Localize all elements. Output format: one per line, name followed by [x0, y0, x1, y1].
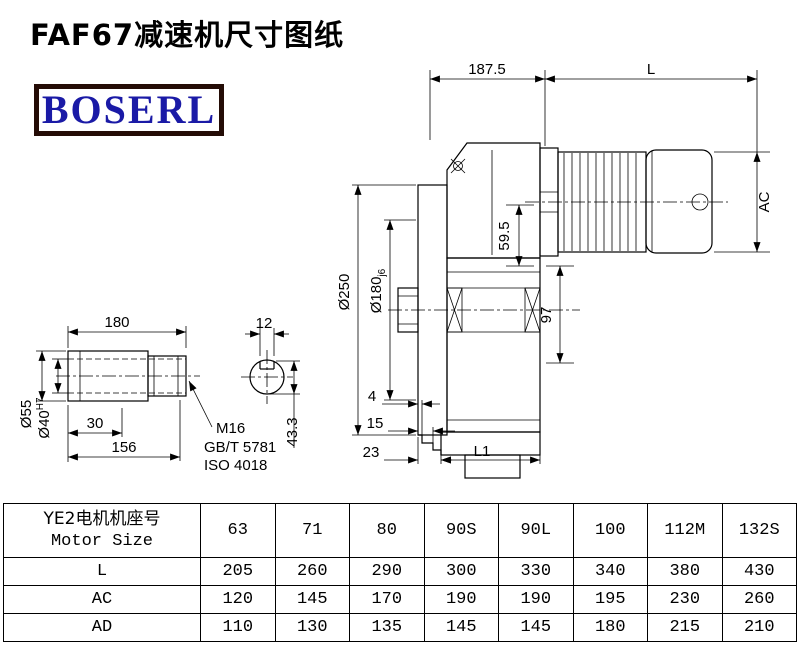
table-cell: 135 [349, 613, 425, 642]
page-title: FAF67减速机尺寸图纸 [30, 18, 345, 52]
table-cell: 130 [274, 613, 350, 642]
size-column-header: 100 [572, 503, 648, 558]
motor-size-table: YE2电机机座号 Motor Size 63 71 80 90S 90L 100… [3, 503, 797, 642]
size-column-header: 80 [349, 503, 425, 558]
table-row-AC: AC 120 145 170 190 190 195 230 260 [3, 585, 797, 614]
table-cell: 340 [572, 557, 648, 586]
dim-key-width: 12 [256, 315, 273, 332]
dim-156: 156 [111, 439, 136, 456]
standard-iso-4018: ISO 4018 [204, 457, 267, 474]
dimensions: 187.5 L AC Ø250 Ø180j6 59.5 [18, 61, 773, 474]
table-cell: 230 [647, 585, 723, 614]
size-column-header: 112M [647, 503, 723, 558]
dim-spigot: Ø180j6 [368, 268, 388, 313]
table-cell: 380 [647, 557, 723, 586]
size-column-header: 132S [721, 503, 797, 558]
dim-motor-diameter: AC [756, 191, 773, 212]
table-cell: 210 [721, 613, 797, 642]
table-cell: 205 [200, 557, 276, 586]
boserl-logo: BOSERL [34, 84, 224, 136]
motor-size-header-en: Motor Size [50, 532, 154, 552]
shaft-detail [67, 350, 187, 402]
thread-callout-m16: M16 [216, 420, 245, 437]
dim-bore: Ø40H7 [35, 397, 53, 439]
table-cell: 215 [647, 613, 723, 642]
table-cell: 190 [498, 585, 574, 614]
table-cell: 170 [349, 585, 425, 614]
fan-boss [691, 193, 709, 211]
table-cell: 290 [349, 557, 425, 586]
dim-l1: L1 [474, 443, 491, 460]
size-column-header: 63 [200, 503, 276, 558]
table-cell: 145 [423, 613, 499, 642]
table-cell: 260 [721, 585, 797, 614]
table-cell: 190 [423, 585, 499, 614]
motor [539, 147, 713, 257]
motor-size-header: YE2电机机座号 Motor Size [3, 503, 201, 558]
dim-shaft-length: 180 [104, 314, 129, 331]
row-label-L: L [3, 557, 201, 586]
fan-cover [645, 149, 713, 254]
table-cell: 180 [572, 613, 648, 642]
table-row-AD: AD 110 130 135 145 145 180 215 210 [3, 613, 797, 642]
table-cell: 330 [498, 557, 574, 586]
size-column-header: 90L [498, 503, 574, 558]
table-cell: 120 [200, 585, 276, 614]
table-cell: 430 [721, 557, 797, 586]
size-column-header: 71 [274, 503, 350, 558]
row-label-AC: AC [3, 585, 201, 614]
dim-key-height: 43.3 [284, 417, 301, 446]
motor-fins [563, 153, 637, 251]
bolt-symbol [453, 161, 463, 171]
dim-187-5: 187.5 [468, 61, 506, 78]
table-cell: 110 [200, 613, 276, 642]
table-cell: 145 [498, 613, 574, 642]
standard-gbt-5781: GB/T 5781 [204, 439, 276, 456]
size-column-header: 90S [423, 503, 499, 558]
table-header-row: YE2电机机座号 Motor Size 63 71 80 90S 90L 100… [3, 503, 797, 558]
shaft-end-view [249, 359, 285, 395]
dim-59-5: 59.5 [496, 221, 513, 250]
dim-offset-15: 15 [367, 415, 384, 432]
dim-30: 30 [87, 415, 104, 432]
gearbox-side-view [397, 142, 541, 479]
centerlines [56, 201, 728, 404]
table-cell: 195 [572, 585, 648, 614]
dim-offset-23: 23 [363, 444, 380, 461]
dim-motor-length: L [647, 61, 655, 78]
table-row-L: L 205 260 290 300 330 340 380 430 [3, 557, 797, 586]
dim-shaft-od: Ø55 [18, 400, 35, 428]
table-cell: 260 [274, 557, 350, 586]
logo-text: BOSERL [41, 87, 217, 132]
row-label-AD: AD [3, 613, 201, 642]
dimension-drawing: 187.5 L AC Ø250 Ø180j6 59.5 [18, 61, 773, 479]
table-cell: 300 [423, 557, 499, 586]
table-cell: 145 [274, 585, 350, 614]
dim-97: 97 [538, 307, 555, 324]
motor-size-header-cn: YE2电机机座号 [43, 509, 161, 530]
dim-offset-4: 4 [368, 388, 376, 405]
dim-flange-od: Ø250 [336, 274, 353, 311]
